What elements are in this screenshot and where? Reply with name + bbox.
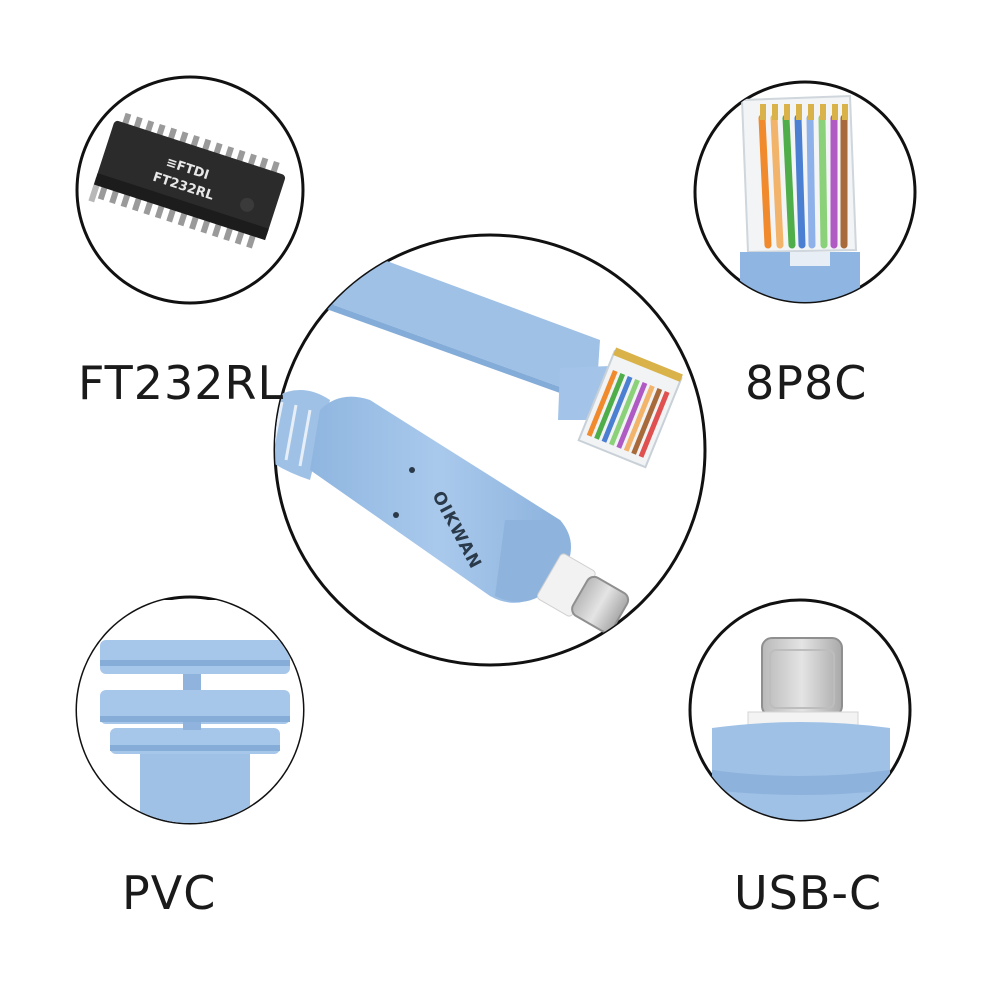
rj45-plug-photo	[693, 80, 917, 304]
label-8p8c: 8P8C	[745, 356, 868, 410]
label-ft232rl: FT232RL	[78, 356, 285, 410]
console-cable-photo: OIKWAN	[273, 233, 707, 667]
cable-strain-relief-photo	[75, 595, 305, 825]
usb-c-plug-photo	[688, 598, 912, 822]
label-pvc: PVC	[122, 866, 217, 920]
ft232rl-chip-photo: ≡FTDI FT232RL	[75, 75, 305, 305]
label-usb-c: USB-C	[734, 866, 883, 920]
